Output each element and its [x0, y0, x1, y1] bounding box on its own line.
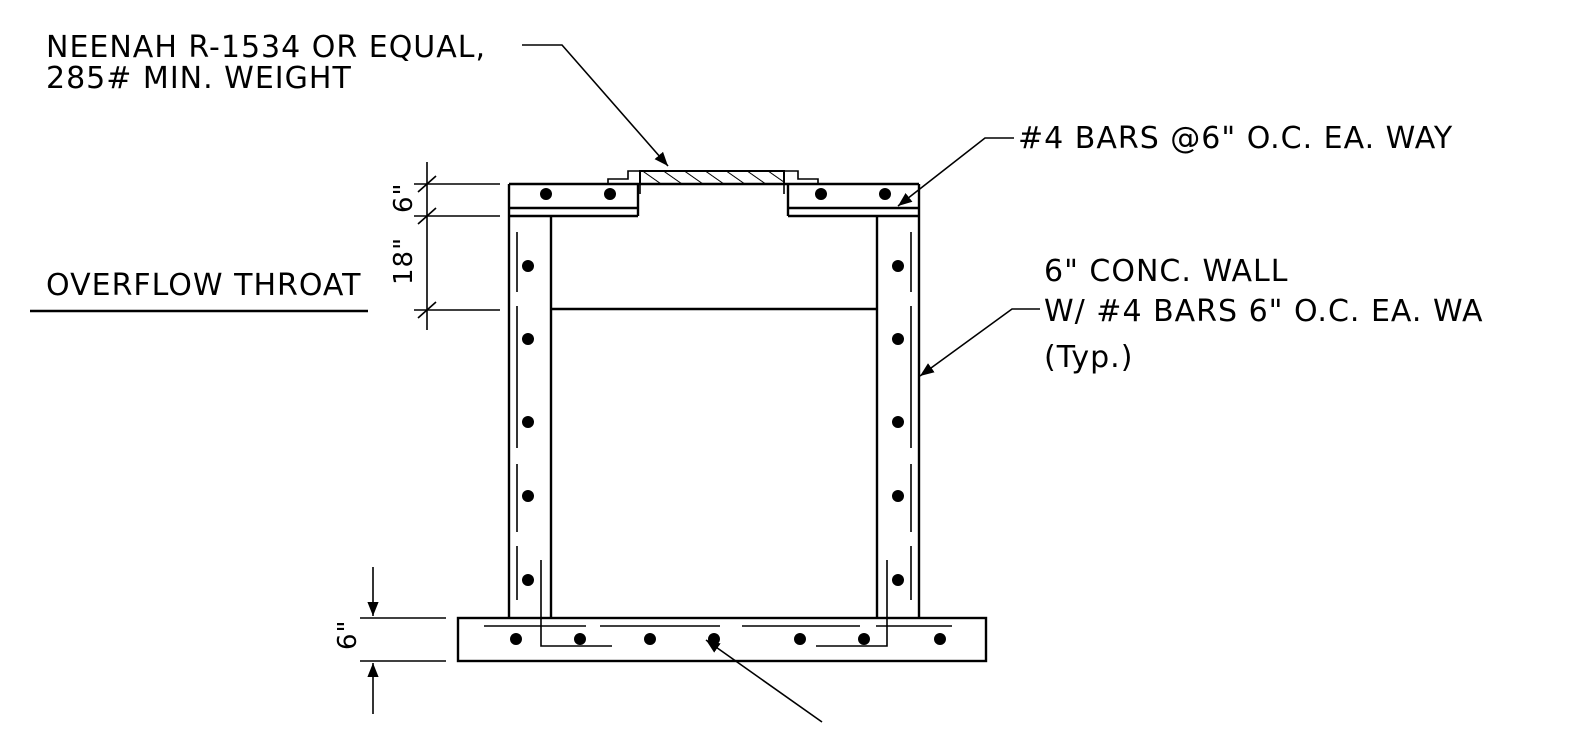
- rebar-dot: [510, 633, 522, 645]
- rebar-dot: [522, 416, 534, 428]
- rebar-dot: [522, 333, 534, 345]
- rebar-dot: [892, 490, 904, 502]
- left-wall: [507, 216, 553, 618]
- top-dimension: [414, 162, 500, 330]
- overflow-throat-label: OVERFLOW THROAT: [46, 268, 361, 303]
- casting-leader: [522, 44, 669, 167]
- rebar-dot: [644, 633, 656, 645]
- casting-label-line2: 285# MIN. WEIGHT: [46, 61, 352, 96]
- rebar-dot: [604, 188, 616, 200]
- rebar-dot: [858, 633, 870, 645]
- wall-label-line1: 6" CONC. WALL: [1044, 254, 1288, 289]
- rebar-dot: [934, 633, 946, 645]
- wall-label-line2: W/ #4 BARS 6" O.C. EA. WA: [1044, 294, 1484, 329]
- base-dimension: [360, 567, 446, 714]
- base-bars-leader: [705, 639, 823, 723]
- top-slab: [507, 182, 921, 218]
- base-slab: [456, 616, 988, 663]
- rebar-dot: [879, 188, 891, 200]
- rebar-dot: [522, 260, 534, 272]
- rebar-dot: [892, 333, 904, 345]
- base-rebar-lines: [484, 560, 952, 647]
- base-slab-dimension: 6": [333, 619, 363, 650]
- rebar-dot: [540, 188, 552, 200]
- rebar-dot: [892, 574, 904, 586]
- rebar-dot: [892, 416, 904, 428]
- top-bars-label: #4 BARS @6" O.C. EA. WAY: [1018, 121, 1453, 156]
- rebar-dots: [510, 188, 946, 645]
- top-bars-leader: [897, 137, 1014, 207]
- right-wall: [875, 216, 921, 618]
- rebar-dot: [708, 633, 720, 645]
- wall-leader: [919, 308, 1040, 377]
- top-slab-dimension: 6": [389, 182, 419, 213]
- wall-label-line3: (Typ.): [1044, 340, 1133, 375]
- rebar-dot: [892, 260, 904, 272]
- rebar-dot: [794, 633, 806, 645]
- rebar-dot: [574, 633, 586, 645]
- wall-vertical-rebar: [516, 232, 912, 600]
- rebar-dot: [815, 188, 827, 200]
- throat-dimension: 18": [389, 237, 419, 285]
- manhole-casting: [607, 170, 819, 194]
- casting-label-line1: NEENAH R-1534 OR EQUAL,: [46, 30, 486, 65]
- rebar-dot: [522, 574, 534, 586]
- rebar-dot: [522, 490, 534, 502]
